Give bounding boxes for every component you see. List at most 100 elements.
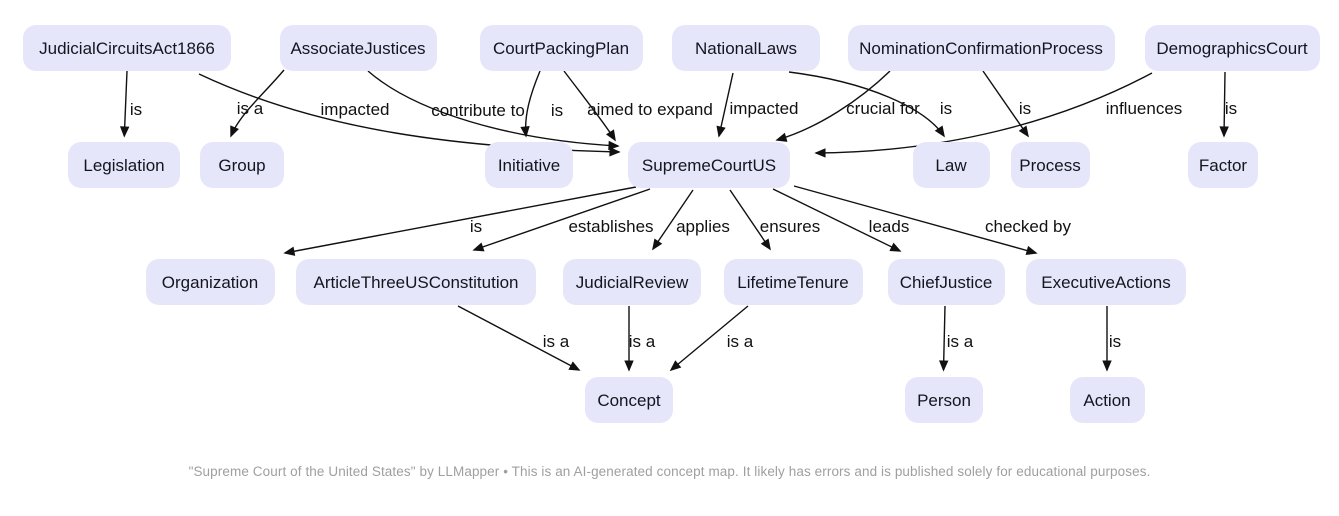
- node-executiveactions: ExecutiveActions: [1026, 259, 1186, 305]
- edge-label: impacted: [730, 99, 799, 118]
- edge-line: [230, 69, 285, 138]
- node-label: CourtPackingPlan: [493, 39, 629, 58]
- node-label: DemographicsCourt: [1156, 39, 1307, 58]
- node-label: Concept: [597, 391, 661, 410]
- edge-label: impacted: [321, 100, 390, 119]
- edge-line: [367, 70, 620, 151]
- node-box: [146, 259, 275, 305]
- edge-demographicscourt-factor: is: [1219, 71, 1237, 138]
- edge-line: [457, 305, 581, 371]
- node-box: [485, 142, 573, 188]
- edge-associatejustices-supremecourtus: contribute to: [367, 70, 620, 151]
- node-organization: Organization: [146, 259, 275, 305]
- node-nationallaws: NationalLaws: [672, 25, 820, 71]
- node-nominationconfirmationprocess: NominationConfirmationProcess: [848, 25, 1115, 71]
- node-factor: Factor: [1188, 142, 1258, 188]
- node-concept: Concept: [585, 377, 673, 423]
- edge-label: is: [1225, 99, 1237, 118]
- edge-supremecourtus-organization: is: [283, 186, 637, 256]
- edge-nominationconfirmationprocess-process: is: [982, 70, 1031, 138]
- node-label: Group: [218, 156, 265, 175]
- node-judicialcircuitsact1866: JudicialCircuitsAct1866: [23, 25, 231, 71]
- edge-line: [793, 185, 1038, 255]
- node-box: [905, 377, 983, 423]
- node-courtpackingplan: CourtPackingPlan: [480, 25, 643, 71]
- edge-label: is a: [543, 332, 570, 351]
- node-box: [563, 259, 701, 305]
- node-label: ArticleThreeUSConstitution: [313, 273, 518, 292]
- node-articlethreeusconstitution: ArticleThreeUSConstitution: [296, 259, 536, 305]
- edge-label: is: [940, 99, 952, 118]
- node-action: Action: [1070, 377, 1145, 423]
- edge-label: is: [470, 217, 482, 236]
- node-box: [200, 142, 284, 188]
- node-label: SupremeCourtUS: [642, 156, 776, 175]
- edge-line: [283, 186, 637, 256]
- node-label: AssociateJustices: [290, 39, 425, 58]
- edge-label: applies: [676, 217, 730, 236]
- node-box: [1011, 142, 1090, 188]
- edge-label: aimed to expand: [587, 100, 713, 119]
- node-box: [280, 25, 437, 71]
- node-label: Organization: [162, 273, 258, 292]
- edge-nationallaws-supremecourtus: impacted: [716, 72, 799, 138]
- node-person: Person: [905, 377, 983, 423]
- node-legislation: Legislation: [68, 142, 180, 188]
- edge-line: [716, 72, 734, 138]
- edge-label: is: [1019, 99, 1031, 118]
- node-supremecourtus: SupremeCourtUS: [628, 142, 790, 188]
- node-label: Person: [917, 391, 971, 410]
- node-label: JudicialReview: [576, 273, 689, 292]
- node-label: JudicialCircuitsAct1866: [39, 39, 215, 58]
- node-initiative: Initiative: [485, 142, 573, 188]
- node-box: [1026, 259, 1186, 305]
- node-judicialreview: JudicialReview: [563, 259, 701, 305]
- node-label: Action: [1083, 391, 1130, 410]
- node-box: [480, 25, 643, 71]
- edge-associatejustices-group: is a: [230, 69, 285, 138]
- edge-label: leads: [869, 217, 910, 236]
- edge-supremecourtus-executiveactions: checked by: [793, 185, 1071, 255]
- node-box: [888, 259, 1005, 305]
- node-box: [585, 377, 673, 423]
- edge-executiveactions-action: is: [1102, 306, 1121, 372]
- node-box: [724, 259, 863, 305]
- node-box: [672, 25, 820, 71]
- node-label: Initiative: [498, 156, 560, 175]
- node-box: [1145, 25, 1320, 71]
- edge-line: [119, 70, 130, 138]
- node-box: [628, 142, 790, 188]
- edge-label: is a: [237, 99, 264, 118]
- edge-supremecourtus-articlethreeusconstitution: establishes: [472, 188, 654, 252]
- edge-line: [788, 71, 945, 138]
- edge-label: crucial for: [846, 99, 920, 118]
- edge-label: is: [1109, 332, 1121, 351]
- node-label: Process: [1019, 156, 1080, 175]
- edge-supremecourtus-lifetimetenure: ensures: [729, 189, 820, 251]
- edge-label: contribute to: [431, 101, 525, 120]
- edge-chiefjustice-person: is a: [939, 305, 974, 372]
- attribution-footer: "Supreme Court of the United States" by …: [188, 464, 1151, 479]
- node-lifetimetenure: LifetimeTenure: [724, 259, 863, 305]
- edge-line: [814, 72, 1153, 158]
- edge-line: [652, 189, 694, 251]
- edge-judicialcircuitsact1866-legislation: is: [119, 70, 142, 138]
- edge-label: checked by: [985, 217, 1071, 236]
- node-label: Legislation: [83, 156, 164, 175]
- edge-line: [939, 305, 949, 372]
- node-associatejustices: AssociateJustices: [280, 25, 437, 71]
- edge-label: is a: [947, 332, 974, 351]
- node-process: Process: [1011, 142, 1090, 188]
- edge-label: is: [130, 100, 142, 119]
- edge-label: is: [551, 101, 563, 120]
- edge-courtpackingplan-initiative: is: [520, 70, 563, 138]
- edge-nationallaws-law: is: [788, 71, 952, 138]
- edge-line: [669, 305, 749, 372]
- edge-line: [563, 70, 616, 142]
- edge-supremecourtus-judicialreview: applies: [652, 189, 730, 251]
- node-law: Law: [913, 142, 990, 188]
- node-box: [68, 142, 180, 188]
- node-box: [296, 259, 536, 305]
- node-group: Group: [200, 142, 284, 188]
